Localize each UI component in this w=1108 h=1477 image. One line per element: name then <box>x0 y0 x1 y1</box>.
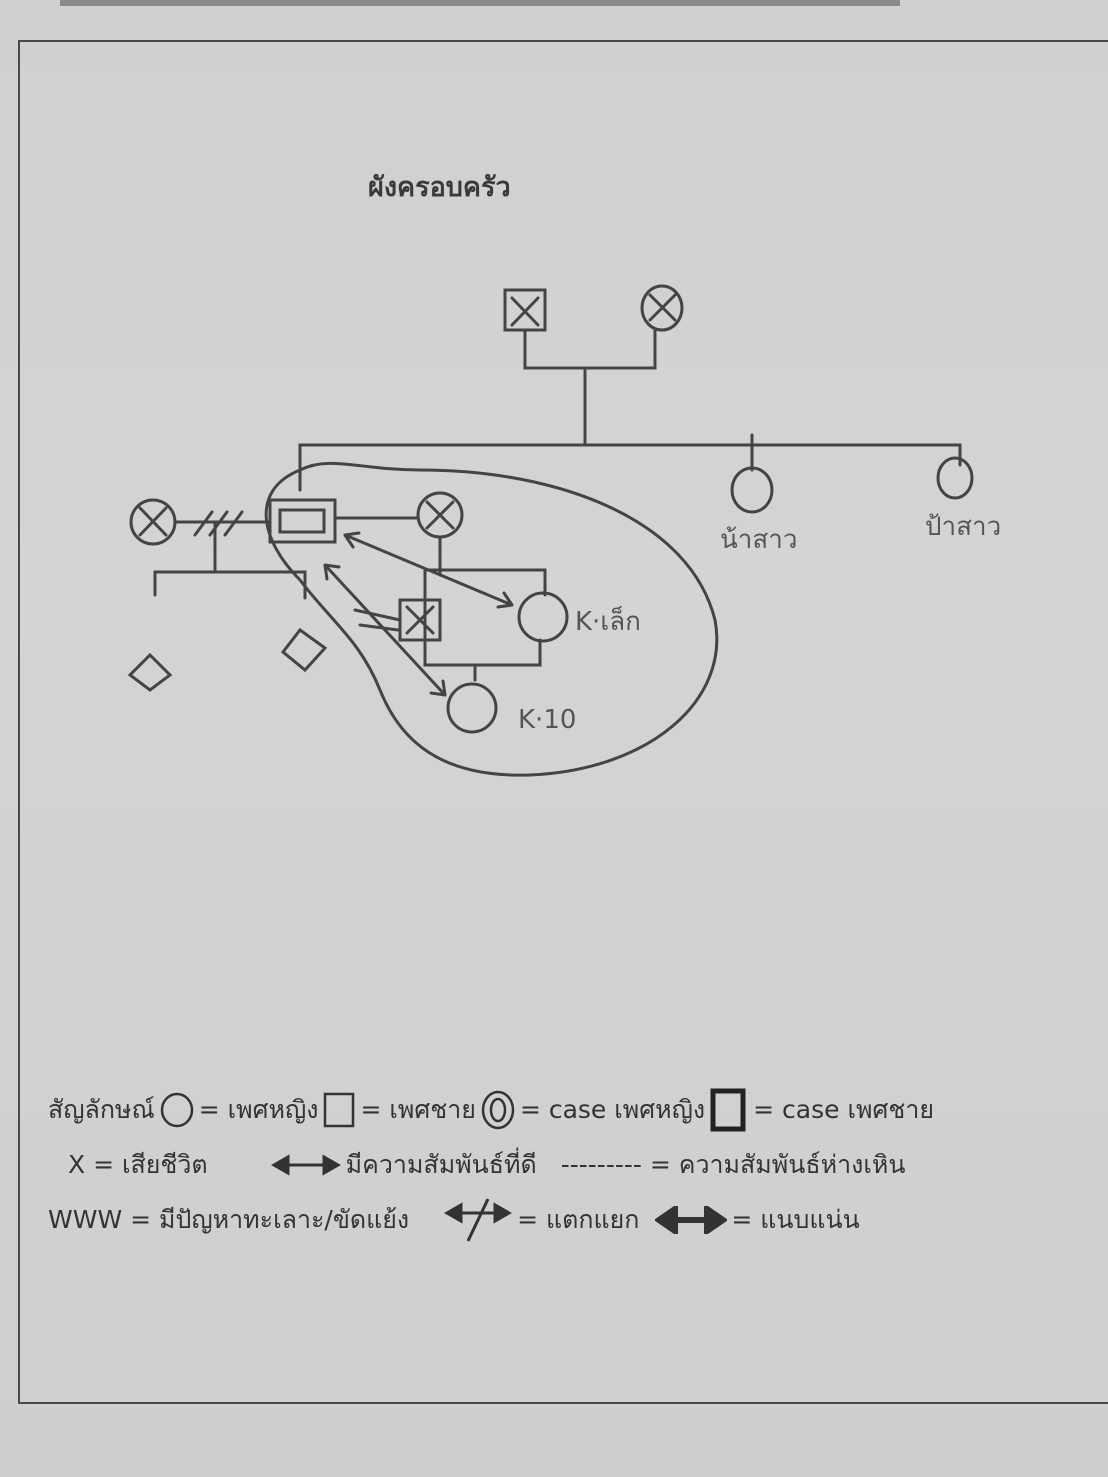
legend-case-male: = case เพศชาย <box>753 1095 934 1124</box>
legend-row-3: WWW = มีปัญหาทะเลาะ/ขัดแย้ง = แตกแยก = แ… <box>48 1195 860 1245</box>
legend-distant: --------- = ความสัมพันธ์ห่างเหิน <box>560 1150 906 1179</box>
aunt-1-female <box>730 466 774 514</box>
grandparents-marriage-line <box>523 328 657 437</box>
page-frame <box>18 40 1108 1404</box>
legend-separated: = แตกแยก <box>517 1205 640 1234</box>
close-relation-arrow-icon <box>655 1206 728 1234</box>
male-square-icon <box>324 1092 355 1128</box>
legend-row-1: สัญลักษณ์ = เพศหญิง = เพศชาย = case เพศห… <box>48 1088 934 1132</box>
case-male-icon <box>710 1088 746 1132</box>
legend-heading: สัญลักษณ์ <box>48 1095 155 1124</box>
separated-marriage-line <box>173 510 272 537</box>
daughter-k-small <box>517 591 569 643</box>
legend-case-female: = case เพศหญิง <box>519 1095 706 1124</box>
legend-conflict: WWW = มีปัญหาทะเลาะ/ขัดแย้ง <box>48 1205 410 1234</box>
female-circle-icon <box>160 1092 193 1128</box>
case-female-icon <box>481 1090 515 1130</box>
grandmother-deceased <box>640 284 684 332</box>
genogram: น้าสาว ป้าสาว K·เล็ก K·10 <box>127 284 1001 777</box>
legend-row-2: X = เสียชีวิต มีความสัมพันธ์ที่ดี ------… <box>68 1145 905 1185</box>
aunt-1-label: น้าสาว <box>720 525 797 555</box>
cut-off-header <box>60 0 900 6</box>
daughter-k-10 <box>446 682 498 734</box>
double-arrow-icon <box>270 1154 341 1176</box>
child-1-label: K·เล็ก <box>575 605 641 637</box>
wife-deceased <box>416 491 464 539</box>
household-boundary <box>264 461 719 777</box>
grandfather-deceased <box>503 288 547 332</box>
legend-female: = เพศหญิง <box>198 1095 319 1124</box>
sibling-line <box>298 433 962 492</box>
legend-male: = เพศชาย <box>360 1095 476 1124</box>
ex-wife-deceased <box>129 498 177 546</box>
case-male-father <box>268 498 337 544</box>
child-2-label: K·10 <box>518 705 576 735</box>
legend-good-relation: มีความสัมพันธ์ที่ดี <box>345 1150 537 1179</box>
relation-arrow-2 <box>323 563 447 697</box>
aunt-2-female <box>936 456 974 500</box>
child-diamond-1 <box>127 652 173 692</box>
son-deceased <box>398 598 442 642</box>
separated-arrow-icon <box>444 1198 513 1242</box>
second-marriage-line <box>333 516 547 682</box>
diagram-title: ผังครอบครัว <box>368 172 511 203</box>
relation-arrow-3 <box>353 608 402 632</box>
relation-arrow-1 <box>343 531 514 609</box>
aunt-2-label: ป้าสาว <box>925 512 1001 542</box>
legend-deceased: X = เสียชีวิต <box>68 1150 208 1179</box>
legend-close: = แนบแน่น <box>731 1205 860 1234</box>
child-diamond-2 <box>280 627 328 673</box>
